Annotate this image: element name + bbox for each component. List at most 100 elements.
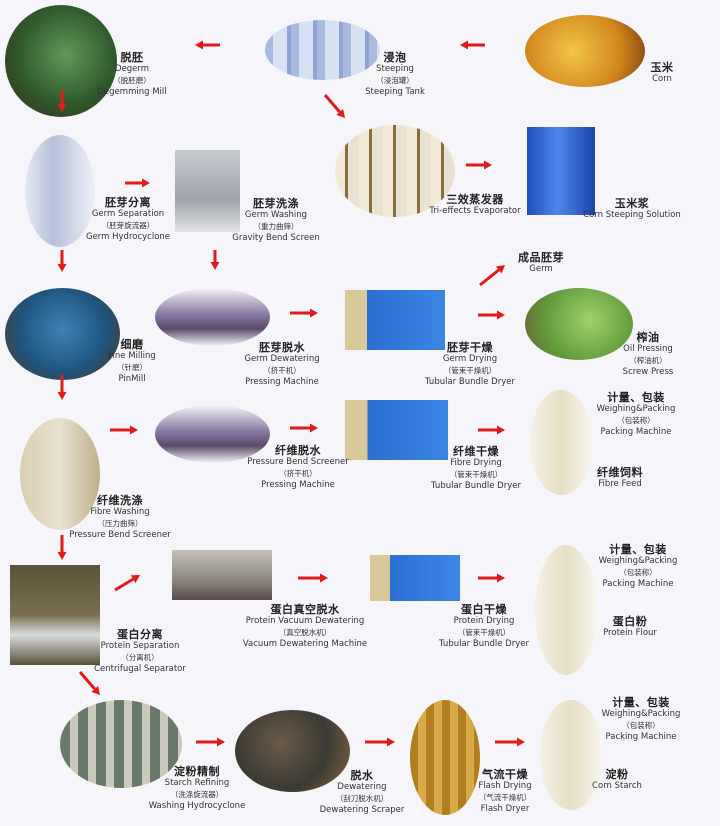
step-title-en: Dewatering <box>337 781 387 792</box>
pressure-screen-photo <box>20 418 100 530</box>
machine-name-en: Degemming Mill <box>97 86 167 97</box>
screw-press-photo <box>525 288 633 360</box>
machine-name-cn: （挤干机） <box>279 469 317 478</box>
step-title-cn: 胚芽分离 <box>105 196 151 209</box>
step-title-cn: 纤维脱水 <box>275 444 321 457</box>
step-title-en: Steeping <box>376 63 414 74</box>
packing-machine-photo <box>535 545 597 675</box>
machine-name-en: Tubular Bundle Dryer <box>439 638 529 649</box>
flow-arrow <box>298 573 328 583</box>
machine-name-en: Pressure Bend Screener <box>69 529 171 540</box>
machine-name-en: Packing Machine <box>602 578 674 589</box>
step-title-cn: 淀粉精制 <box>174 765 220 778</box>
flow-arrow <box>210 250 220 270</box>
step-title-en: Fibre Washing <box>90 506 150 517</box>
machine-name-en: Centrifugal Separator <box>94 663 186 674</box>
step-title-en: Protein Separation <box>100 640 180 651</box>
step-title-cn: 脱水 <box>350 769 374 782</box>
packing-machine-photo <box>530 390 592 495</box>
step-title-en: Pressure Bend Screener <box>247 456 349 467</box>
step-title-en: Corn Steeping Solution <box>583 209 681 220</box>
machine-name-en: Vacuum Dewatering Machine <box>242 638 368 649</box>
pressing-machine-photo <box>155 288 270 346</box>
machine-name-en: Washing Hydrocyclone <box>148 800 246 811</box>
machine-name-en: Tubular Bundle Dryer <box>431 480 521 491</box>
step-title-en: Germ <box>529 263 553 274</box>
machine-name-cn: （脱胚磨） <box>113 76 151 85</box>
step-title-cn: 三效蒸发器 <box>446 193 504 206</box>
machine-name-en: Tubular Bundle Dryer <box>425 376 515 387</box>
step-title-cn: 成品胚芽 <box>518 251 564 264</box>
machine-name-cn: （刮刀脱水机） <box>335 794 389 803</box>
step-title-en: Weighing&Packing <box>601 708 681 719</box>
machine-name-en: Pressing Machine <box>261 479 335 490</box>
flow-arrow <box>196 737 225 747</box>
machine-name-cn: （包装称） <box>617 416 655 425</box>
step-title-en: Starch Refining <box>164 777 230 788</box>
flow-arrow <box>478 573 505 583</box>
step-title-en: Protein Vacuum Dewatering <box>245 615 365 626</box>
flow-arrow <box>57 535 67 560</box>
machine-name-cn: （浸泡罐） <box>376 76 414 85</box>
machine-name-cn: （分离机） <box>121 653 159 662</box>
hydrocyclone-photo <box>25 135 95 247</box>
flow-arrow <box>478 310 505 320</box>
steeping-tank-photo <box>265 20 380 80</box>
pin-mill-photo <box>5 288 120 380</box>
machine-name-cn: （榨油机） <box>629 356 667 365</box>
machine-name-cn: （管束干燥机） <box>457 628 511 637</box>
step-title-en: Germ Dewatering <box>244 353 320 364</box>
machine-name-en: Flash Dryer <box>480 803 530 814</box>
step-title-en: Fibre Drying <box>450 457 502 468</box>
flash-dryer-photo <box>410 700 480 815</box>
machine-name-en: Pressing Machine <box>245 376 319 387</box>
machine-name-en: Germ Hydrocyclone <box>85 231 171 242</box>
step-title-cn: 浸泡 <box>383 51 407 64</box>
flow-arrow <box>466 160 492 170</box>
machine-name-cn: （管束干燥机） <box>443 366 497 375</box>
centrifuge-photo <box>10 565 100 665</box>
step-title-en: Corn <box>652 73 672 84</box>
machine-name-cn: （胚芽旋流器） <box>101 221 155 230</box>
step-title-cn: 胚芽干燥 <box>447 341 493 354</box>
step-title-cn: 脱胚 <box>120 51 144 64</box>
machine-name-en: Steeping Tank <box>365 86 425 97</box>
flow-arrow <box>57 250 67 272</box>
flow-arrow <box>290 308 318 318</box>
step-title-cn: 胚芽脱水 <box>259 341 305 354</box>
step-title-en: Tri-effects Evaporator <box>429 205 521 216</box>
step-title-cn: 玉米 <box>650 61 674 74</box>
step-title-en: Germ Washing <box>244 209 308 220</box>
packing-machine-photo <box>540 700 602 810</box>
step-title-cn: 气流干燥 <box>481 768 528 781</box>
step-title-cn: 纤维洗涤 <box>97 494 143 507</box>
step-title-cn: 纤维饲料 <box>597 466 643 479</box>
machine-name-cn: （气流干燥机） <box>478 793 532 802</box>
machine-name-cn: （管束干燥机） <box>449 470 503 479</box>
tubular-dryer-photo <box>345 400 448 460</box>
flow-arrow <box>495 737 525 747</box>
flow-arrow <box>365 737 395 747</box>
